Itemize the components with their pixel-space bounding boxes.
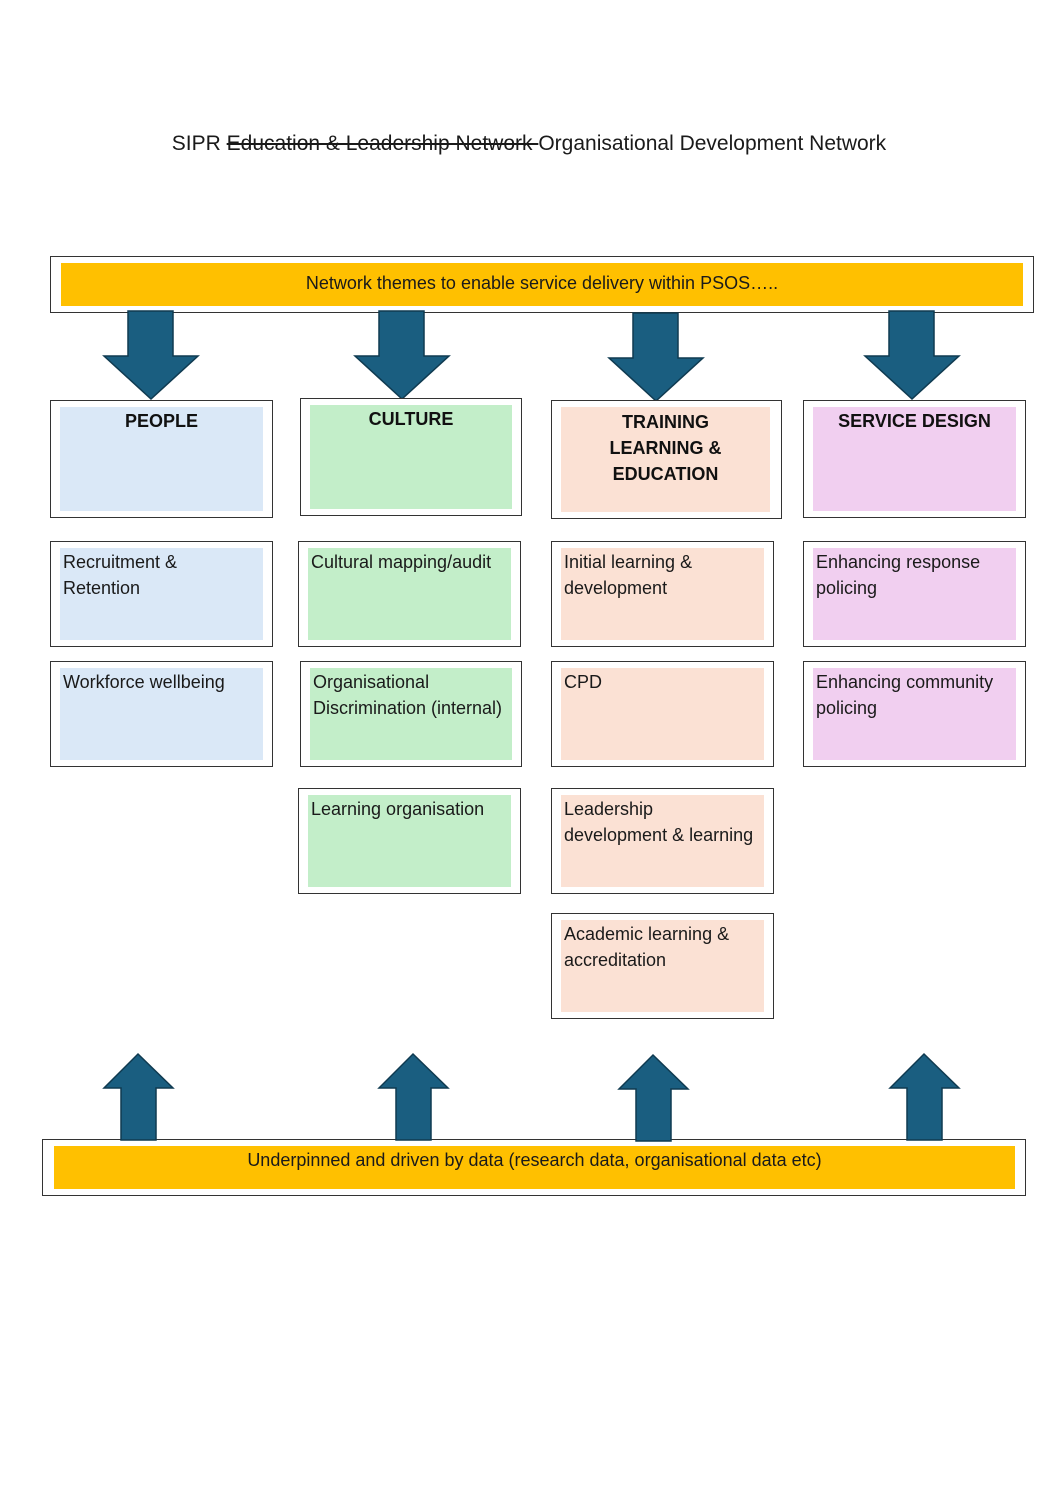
service-item-box: Enhancing response policing	[803, 541, 1026, 647]
culture-item-fill: Cultural mapping/audit	[308, 548, 511, 640]
title-suffix: Organisational Development Network	[538, 132, 887, 155]
training-item-box: Initial learning & development	[551, 541, 774, 647]
training-item-box: Academic learning & accreditation	[551, 913, 774, 1019]
training-item-fill: CPD	[561, 668, 764, 760]
service-heading-fill: SERVICE DESIGN	[813, 407, 1016, 511]
training-heading-fill: TRAINING LEARNING & EDUCATION	[561, 407, 770, 512]
service-item-response: Enhancing response policing	[816, 552, 981, 598]
service-item-box: Enhancing community policing	[803, 661, 1026, 767]
training-heading: TRAINING LEARNING & EDUCATION	[609, 412, 722, 484]
service-item-fill: Enhancing community policing	[813, 668, 1016, 760]
arrow-up-icon	[377, 1052, 450, 1141]
culture-item-box: Organisational Discrimination (internal)	[300, 661, 522, 767]
arrow-down-icon	[353, 310, 451, 401]
top-banner-text: Network themes to enable service deliver…	[305, 273, 779, 293]
culture-heading-box: CULTURE	[300, 398, 522, 516]
service-item-fill: Enhancing response policing	[813, 548, 1016, 640]
training-item-leadership: Leadership development & learning	[564, 799, 754, 845]
people-item-recruitment: Recruitment & Retention	[63, 552, 178, 598]
culture-item-fill: Organisational Discrimination (internal)	[310, 668, 512, 760]
people-item-fill: Recruitment & Retention	[60, 548, 263, 640]
training-item-box: CPD	[551, 661, 774, 767]
culture-item-box: Cultural mapping/audit	[298, 541, 521, 647]
culture-item-learning-org: Learning organisation	[308, 795, 511, 822]
culture-heading: CULTURE	[368, 409, 454, 429]
arrow-down-icon	[863, 310, 961, 401]
culture-item-mapping: Cultural mapping/audit	[308, 548, 511, 575]
title-prefix: SIPR	[171, 132, 227, 155]
training-item-cpd: CPD	[564, 672, 603, 692]
training-heading-box: TRAINING LEARNING & EDUCATION	[551, 400, 782, 519]
culture-item-box: Learning organisation	[298, 788, 521, 894]
arrow-up-icon	[888, 1052, 961, 1141]
people-item-box: Workforce wellbeing	[50, 661, 273, 767]
people-heading: PEOPLE	[124, 411, 199, 431]
diagram-title: SIPR Education & Leadership Network Orga…	[150, 128, 908, 159]
bottom-banner-text: Underpinned and driven by data (research…	[247, 1150, 822, 1170]
people-heading-fill: PEOPLE	[60, 407, 263, 511]
bottom-banner: Underpinned and driven by data (research…	[54, 1146, 1015, 1189]
arrow-up-icon	[102, 1052, 175, 1141]
service-heading: SERVICE DESIGN	[838, 411, 991, 431]
training-item-academic: Academic learning & accreditation	[564, 924, 730, 970]
culture-heading-fill: CULTURE	[310, 405, 512, 509]
arrow-up-icon	[617, 1053, 690, 1142]
title-struck-text: Education & Leadership Network	[226, 132, 539, 155]
training-item-fill: Academic learning & accreditation	[561, 920, 764, 1012]
people-item-wellbeing: Workforce wellbeing	[63, 672, 225, 692]
culture-item-fill: Learning organisation	[308, 795, 511, 887]
arrow-down-icon	[102, 310, 200, 401]
bottom-banner-frame: Underpinned and driven by data (research…	[42, 1139, 1026, 1196]
service-heading-box: SERVICE DESIGN	[803, 400, 1026, 518]
people-heading-box: PEOPLE	[50, 400, 273, 518]
top-banner: Network themes to enable service deliver…	[61, 263, 1023, 306]
training-item-fill: Initial learning & development	[561, 548, 764, 640]
culture-item-discrimination: Organisational Discrimination (internal)	[310, 668, 512, 721]
training-item-fill: Leadership development & learning	[561, 795, 764, 887]
people-item-fill: Workforce wellbeing	[60, 668, 263, 760]
people-item-box: Recruitment & Retention	[50, 541, 273, 647]
training-item-initial: Initial learning & development	[564, 552, 693, 598]
top-banner-frame: Network themes to enable service deliver…	[50, 256, 1034, 313]
training-item-box: Leadership development & learning	[551, 788, 774, 894]
service-item-community: Enhancing community policing	[816, 672, 994, 718]
arrow-down-icon	[607, 312, 705, 403]
